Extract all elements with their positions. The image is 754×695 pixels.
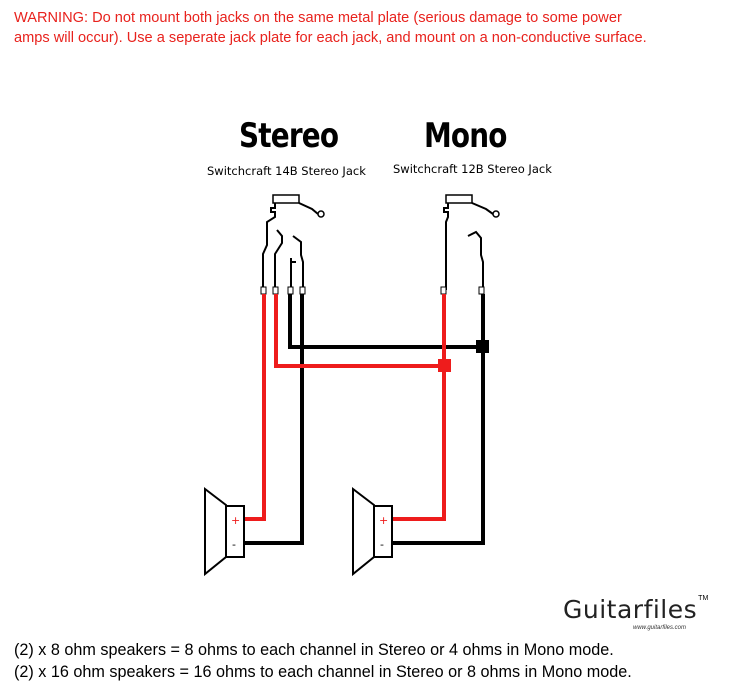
mono-jack-spring-end bbox=[492, 210, 500, 218]
positive-junction bbox=[438, 359, 451, 372]
speaker-left-magnet bbox=[225, 505, 245, 558]
note-line-1: (2) x 8 ohm speakers = 8 ohms to each ch… bbox=[14, 641, 614, 659]
mono-ground-wire bbox=[392, 294, 485, 545]
stereo-jack-label: Switchcraft 14B Stereo Jack bbox=[207, 164, 366, 178]
ground-wires bbox=[244, 294, 485, 545]
mono-jack-tip-lug bbox=[467, 230, 484, 290]
stereo-terminal-2 bbox=[272, 286, 279, 295]
stereo-terminal-4 bbox=[299, 286, 306, 295]
logo-url: www.guitarfiles.com bbox=[633, 625, 687, 631]
stereo-jack bbox=[260, 194, 319, 295]
speaker-left-minus: - bbox=[232, 538, 236, 551]
speaker-left-cone bbox=[204, 486, 227, 577]
speaker-left: + - bbox=[204, 486, 245, 577]
guitarfiles-logo: GuitarfilesTM www.guitarfiles.com bbox=[563, 595, 709, 631]
speaker-right-minus: - bbox=[380, 538, 384, 551]
mono-jack-tip-spring bbox=[471, 202, 494, 215]
mono-title: Mono bbox=[424, 116, 507, 156]
stereo-jack-spring-end bbox=[317, 210, 325, 218]
note-line-2: (2) x 16 ohm speakers = 16 ohms to each … bbox=[14, 663, 632, 681]
mono-terminal-2 bbox=[478, 286, 485, 295]
stereo-title: Stereo bbox=[239, 116, 339, 156]
mono-terminal-1 bbox=[440, 286, 447, 295]
ground-junction bbox=[476, 340, 489, 353]
logo-wordmark: Guitarfiles bbox=[563, 595, 698, 624]
speaker-left-plus: + bbox=[231, 514, 240, 527]
positive-wires bbox=[244, 294, 446, 521]
stereo-jack-tip-lug bbox=[292, 235, 304, 290]
stereo-jack-tip-spring bbox=[298, 202, 319, 215]
stereo-jack-ring-lug bbox=[274, 229, 283, 290]
stereo-jack-switch-lug bbox=[290, 258, 296, 290]
ground-bridge-wire bbox=[288, 294, 483, 349]
speaker-right-plus: + bbox=[379, 514, 388, 527]
mono-jack-sleeve-lug bbox=[443, 203, 449, 290]
mono-jack-bushing bbox=[445, 194, 473, 204]
positive-bridge-wire bbox=[274, 294, 444, 368]
speaker-right-cone bbox=[352, 486, 375, 577]
stereo-jack-bushing bbox=[272, 194, 300, 204]
warning-line-1: WARNING: Do not mount both jacks on the … bbox=[14, 10, 622, 26]
stereo-jack-sleeve-lug bbox=[262, 203, 276, 290]
speaker-right: + - bbox=[352, 486, 393, 577]
stereo-terminal-3 bbox=[287, 286, 294, 295]
speaker-right-magnet bbox=[373, 505, 393, 558]
warning-line-2: amps will occur). Use a seperate jack pl… bbox=[14, 30, 647, 46]
mono-jack bbox=[440, 194, 494, 295]
stereo-terminal-1 bbox=[260, 286, 267, 295]
mono-jack-label: Switchcraft 12B Stereo Jack bbox=[393, 162, 552, 176]
logo-trademark: TM bbox=[698, 595, 709, 602]
mono-positive-wire bbox=[392, 294, 446, 521]
warning-text: WARNING: Do not mount both jacks on the … bbox=[14, 8, 744, 48]
stereo-ground-wire bbox=[244, 294, 304, 545]
stereo-positive-wire bbox=[244, 294, 266, 521]
